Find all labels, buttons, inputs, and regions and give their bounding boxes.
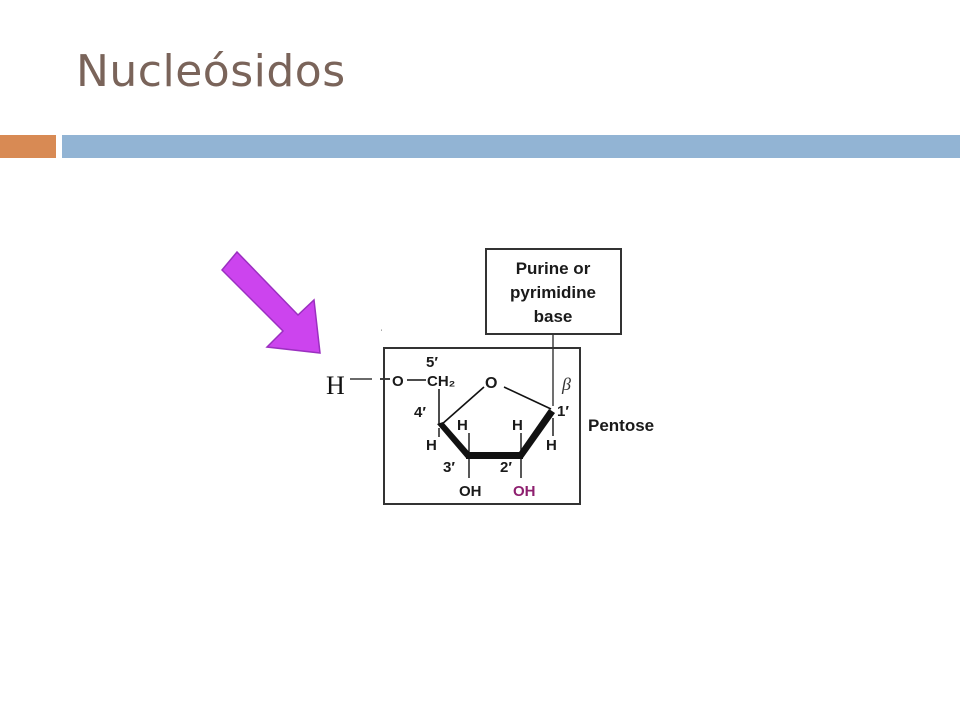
accent-bar-blue (62, 135, 960, 158)
c5-label: 5′ (426, 354, 438, 371)
c1-hydrogen: H (546, 437, 557, 454)
svg-text:': ' (381, 330, 382, 336)
base-label-line3: base (534, 307, 573, 326)
base-label-line2: pyrimidine (510, 283, 596, 302)
c3-label: 3′ (443, 459, 455, 476)
c4-hydrogen: H (426, 437, 437, 454)
pentose-box (383, 347, 581, 505)
c1-label: 1′ (557, 403, 569, 420)
ring-bond-c3-c2 (466, 452, 523, 459)
ch2-group: CH₂ (427, 373, 455, 390)
c3-hydrogen: H (457, 417, 468, 434)
c2-hydrogen: H (512, 417, 523, 434)
accent-bar-orange (0, 135, 56, 158)
pentose-label: Pentose (588, 416, 654, 435)
ester-oxygen: O (392, 373, 404, 390)
slide-title: Nucleósidos (76, 46, 346, 97)
hydrogen-atom: H (326, 371, 345, 400)
c2-label: 2′ (500, 459, 512, 476)
c4-label: 4′ (414, 404, 426, 421)
ring-bond-c4-o (440, 386, 485, 426)
beta-symbol: β (561, 374, 571, 394)
ring-bond-o-c1 (503, 386, 552, 410)
pointer-arrow-icon (220, 250, 321, 354)
ring-bond-c2-c1 (517, 409, 555, 458)
base-label-line1: Purine or (516, 259, 591, 278)
ring-oxygen: O (485, 375, 497, 392)
ring-bond-c4-c3 (437, 422, 472, 458)
c2-hydroxyl: OH (513, 483, 536, 500)
c3-hydroxyl: OH (459, 483, 482, 500)
